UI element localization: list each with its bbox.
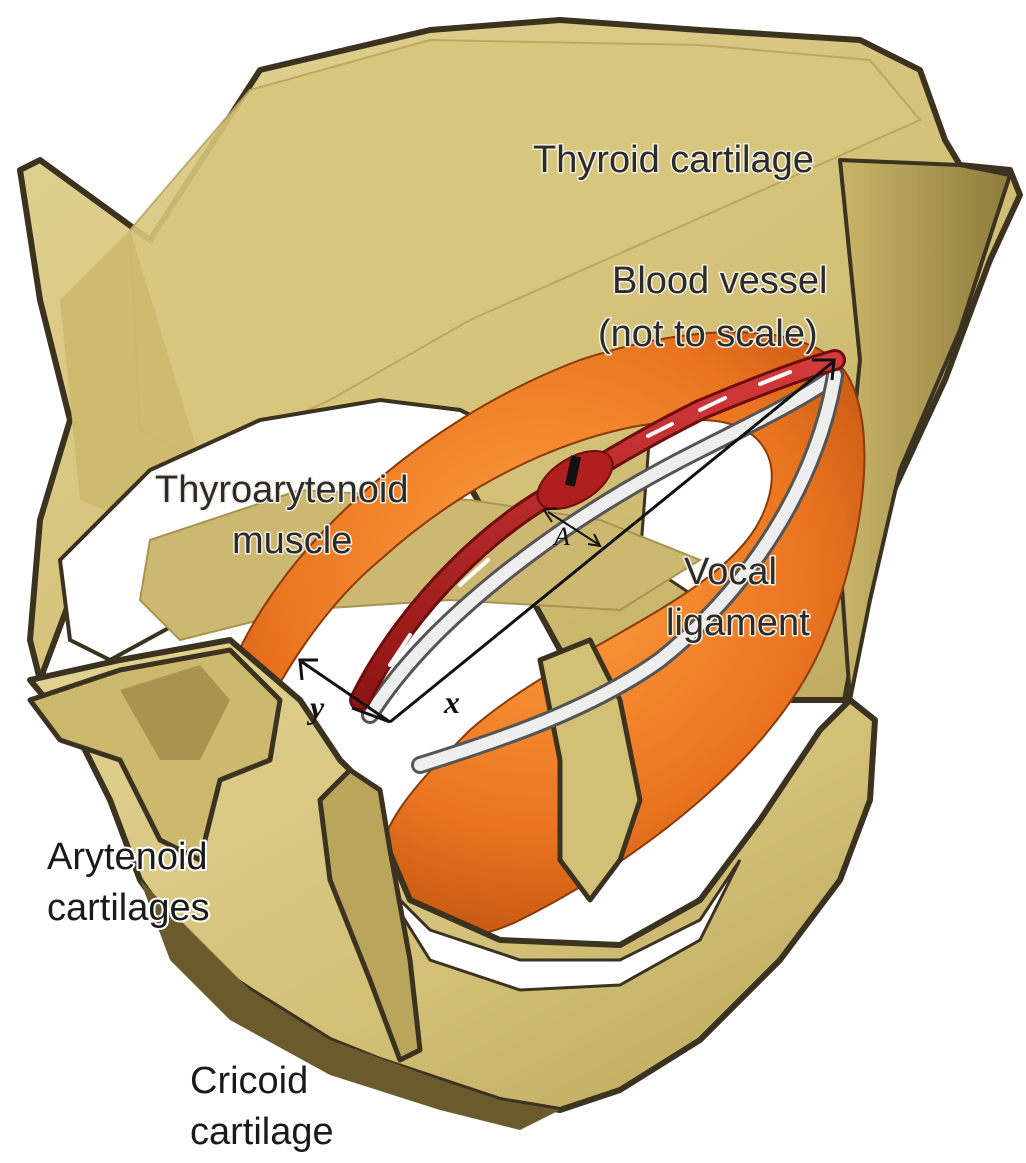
label-arytenoid-line1: Arytenoid	[47, 836, 208, 878]
label-vocal-line2: ligament	[666, 602, 810, 644]
label-vocal-line1: Vocal	[684, 551, 777, 593]
label-thyroid-cartilage: Thyroid cartilage	[533, 139, 814, 181]
label-thyroarytenoid-line1: Thyroarytenoid	[155, 469, 408, 511]
label-thyroarytenoid-line2: muscle	[232, 520, 352, 562]
thyroid-cartilage	[20, 20, 1020, 700]
label-blood-vessel-line2: (not to scale)	[598, 313, 818, 355]
label-blood-vessel-line1: Blood vessel	[612, 260, 827, 302]
label-amplitude: A	[552, 522, 570, 551]
label-cricoid-line2: cartilage	[190, 1111, 334, 1153]
label-arytenoid-line2: cartilages	[47, 887, 210, 929]
label-axis-x: x	[443, 684, 460, 720]
label-cricoid-line1: Cricoid	[190, 1060, 308, 1102]
